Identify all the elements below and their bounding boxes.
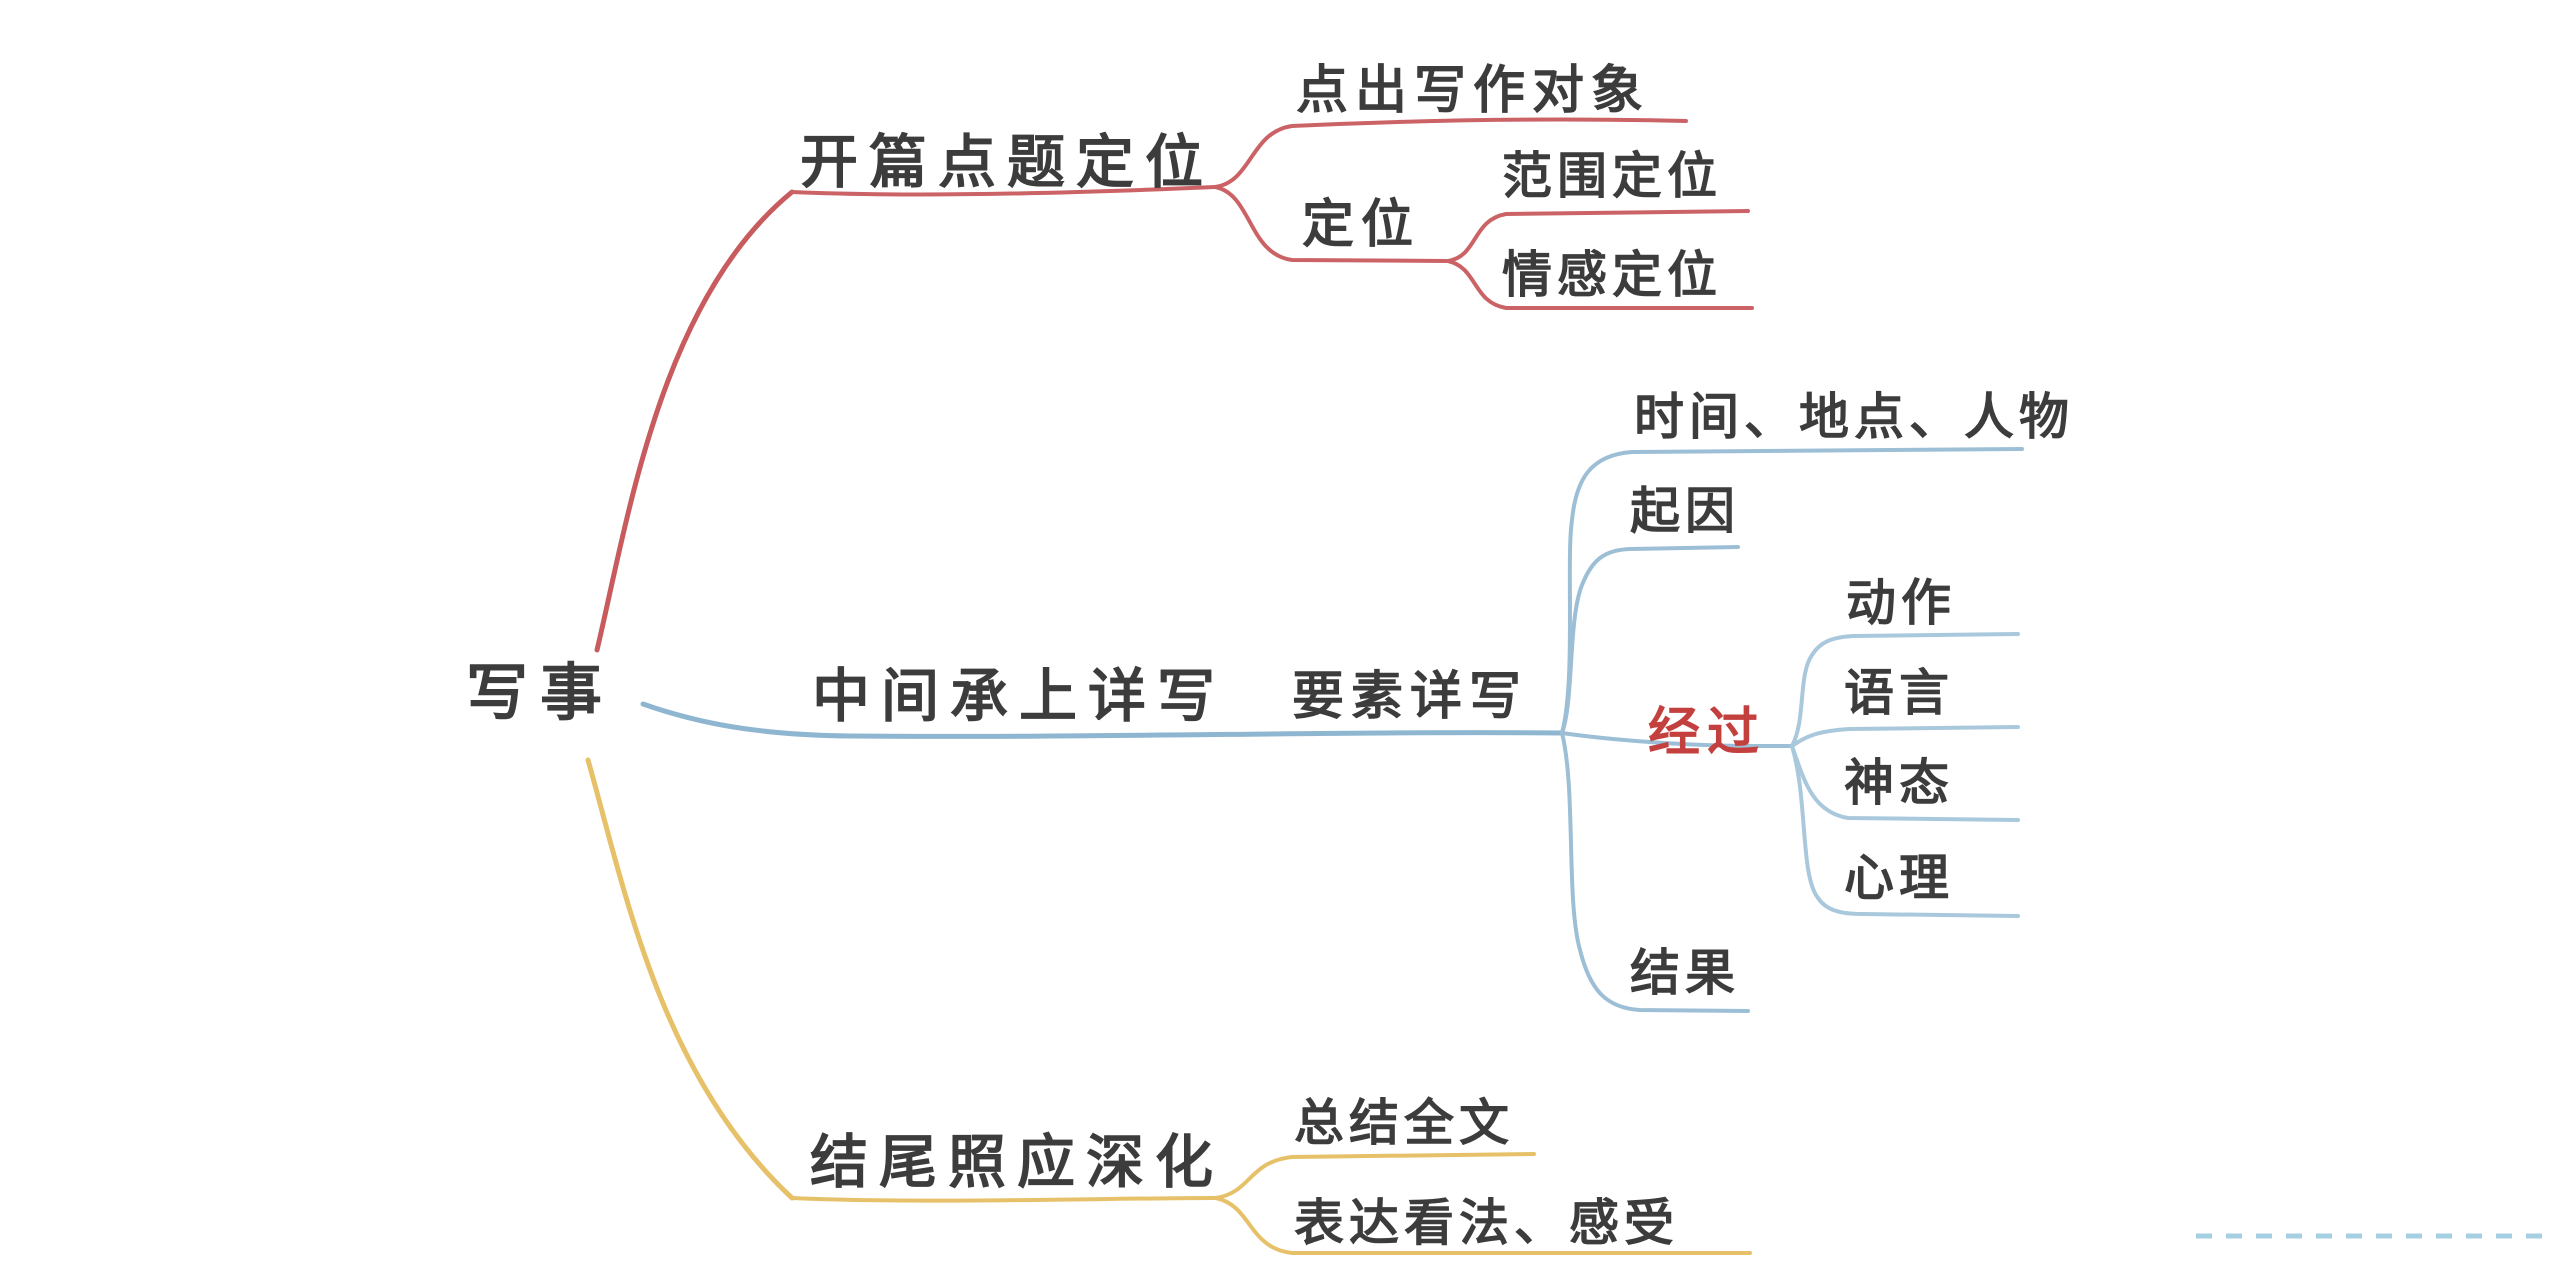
branch-opening-underline — [790, 185, 1217, 197]
node-opinion-label: 表达看法、感受 — [1294, 1194, 1679, 1252]
branch-summary-underline — [1214, 1152, 1536, 1200]
node-opening-label: 开篇点题定位 — [800, 128, 1214, 196]
branch-emotion-underline — [1446, 259, 1754, 310]
branch-process-connector — [1560, 731, 1794, 748]
node-positioning-label: 定位 — [1302, 195, 1420, 255]
branch-action-underline — [1790, 632, 2020, 748]
branch-ending: 结尾照应深化 总结全文 表达看法、感受 — [585, 757, 1752, 1255]
node-time-place-people-label: 时间、地点、人物 — [1634, 388, 2074, 446]
branch-middle: 中间承上详写 要素详写 时间、地点、人物 起因 经过 动作 语言 神态 心理 结… — [640, 388, 2074, 1013]
node-ending-label: 结尾照应深化 — [810, 1128, 1224, 1196]
node-expression-label: 神态 — [1844, 754, 1954, 812]
branch-ending-underline — [790, 1196, 1218, 1203]
branch-opening: 开篇点题定位 点出写作对象 定位 范围定位 情感定位 — [594, 61, 1754, 653]
branch-middle-spine — [640, 701, 1565, 739]
branch-scope-underline — [1446, 209, 1750, 263]
branch-opening-target-underline — [1213, 117, 1688, 189]
node-scope-label: 范围定位 — [1502, 147, 1722, 205]
branch-speech-underline — [1790, 725, 2020, 748]
branch-positioning-underline — [1213, 185, 1450, 263]
node-action-label: 动作 — [1846, 574, 1956, 632]
node-process-label: 经过 — [1648, 703, 1766, 763]
node-cause-label: 起因 — [1630, 482, 1740, 540]
node-emotion-label: 情感定位 — [1502, 246, 1722, 304]
node-result-label: 结果 — [1630, 944, 1740, 1002]
node-psychology-label: 心理 — [1844, 849, 1954, 907]
node-summary-label: 总结全文 — [1294, 1094, 1514, 1152]
node-middle-label: 中间承上详写 — [812, 662, 1226, 730]
node-speech-label: 语言 — [1844, 664, 1954, 722]
node-elements-detail-label: 要素详写 — [1292, 667, 1528, 727]
branch-ending-trunk-line — [585, 757, 795, 1201]
branch-psychology-underline — [1790, 744, 2020, 918]
branch-opening-trunk-line — [594, 189, 795, 653]
root-node-label: 写事 — [466, 656, 614, 729]
branch-opinion-underline — [1214, 1196, 1752, 1255]
node-opening-target-label: 点出写作对象 — [1296, 61, 1650, 121]
branch-result-underline — [1560, 731, 1750, 1013]
branch-cause-underline — [1560, 545, 1740, 735]
